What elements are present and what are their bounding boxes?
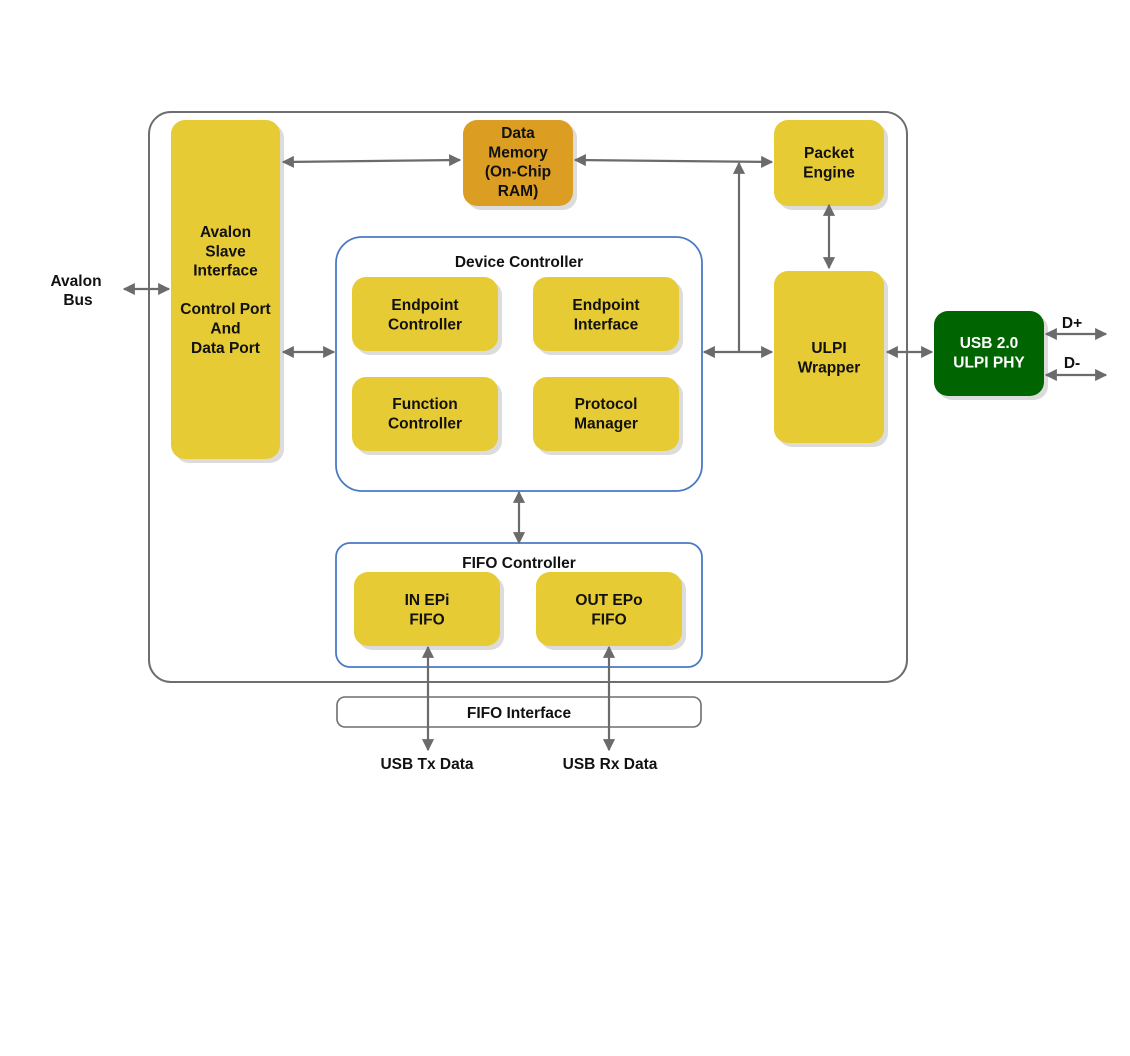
block-body [934,311,1044,396]
endpoint-controller-label-line: Controller [388,316,462,333]
endpoint-interface-label-line: Endpoint [572,297,639,314]
fifo-controller-title: FIFO Controller [462,555,576,572]
in-epi-fifo-label-line: FIFO [409,611,444,628]
d-plus-label: D+ [1062,315,1082,332]
usb-tx-data-label: USB Tx Data [380,756,473,773]
usb-rx-data-label: USB Rx Data [563,756,658,773]
function-controller-label-line: Function [392,396,457,413]
device-controller-title: Device Controller [455,254,583,271]
avalon-slave-interface-label-line: And [210,321,240,338]
avalon-slave-interface-label-line: Slave [205,243,246,260]
out-epo-fifo-label-line: OUT EPo [575,592,642,609]
protocol-manager-label-line: Protocol [575,396,638,413]
endpoint-controller-label-line: Endpoint [391,297,458,314]
block-body [352,377,498,451]
function-controller-label-line: Controller [388,415,462,432]
block-body [352,277,498,351]
block-body [536,572,682,646]
arrow-memory-packet-engine [573,154,774,168]
out-epo-fifo-label-line: FIFO [591,611,626,628]
block-body [774,271,884,443]
avalon-bus-label-2: Bus [63,292,92,309]
fifo-interface-label: FIFO Interface [467,705,572,722]
d-minus-label: D- [1064,355,1080,372]
ulpi-wrapper-block: ULPI Wrapper [774,271,888,447]
data-memory-label-line: Memory [488,144,548,161]
usb-phy-label-line: ULPI PHY [953,354,1025,371]
data-memory-label-line: Data [501,125,535,142]
data-memory-label-line: RAM) [498,183,538,200]
arrow-avalon-memory [281,154,462,168]
avalon-slave-interface-label-line: Data Port [191,340,260,357]
avalon-bus-label-1: Avalon [50,273,101,290]
data-memory-label-line: (On-Chip [485,164,551,181]
endpoint-interface-label-line: Interface [574,316,639,333]
fifo-interface-block: FIFO Interface [336,696,702,728]
packet-engine-label-line: Engine [803,164,855,181]
avalon-slave-interface-label-line: Control Port [180,301,270,318]
block-body [533,377,679,451]
usb-phy-label-line: USB 2.0 [960,335,1019,352]
ulpi-wrapper-label-line: ULPI [811,340,846,357]
connectors [122,154,1108,752]
in-epi-fifo-label-line: IN EPi [405,592,450,609]
block-body [774,120,884,206]
ulpi-wrapper-label-line: Wrapper [798,359,861,376]
block-body [533,277,679,351]
protocol-manager-label-line: Manager [574,415,638,432]
block-body [354,572,500,646]
block-body [463,120,573,206]
avalon-slave-interface-label-line: Avalon [200,224,251,241]
block-body [171,120,280,459]
avalon-slave-interface-label-line: Interface [193,263,258,280]
packet-engine-label-line: Packet [804,145,854,162]
